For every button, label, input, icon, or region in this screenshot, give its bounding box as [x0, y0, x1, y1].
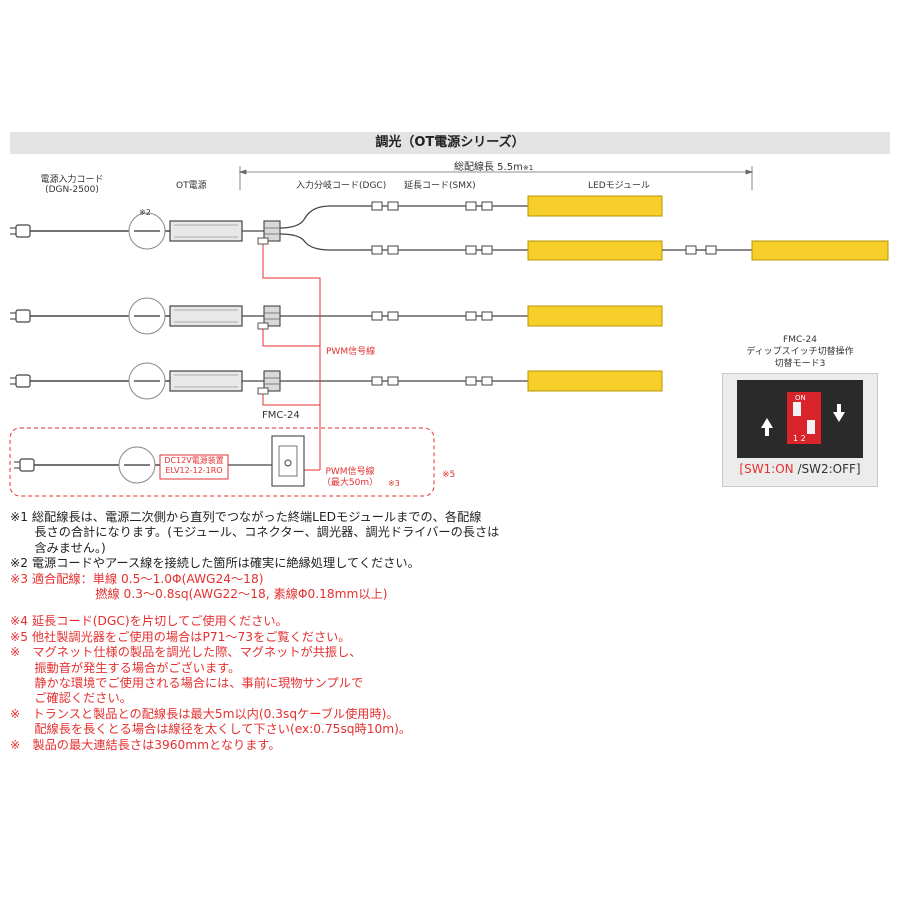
power-cord-label: 電源入力コード(DGN-2500) [40, 175, 104, 195]
note5-marker: ※5 [442, 470, 456, 480]
note-line: ご確認ください。 [10, 691, 132, 706]
input-branch-label: 入力分岐コード(DGC) [296, 181, 387, 191]
dip-caption: [SW1:ON /SW2:OFF] [739, 462, 861, 476]
note3-marker: ※3 [388, 479, 400, 488]
note-line: 静かな環境でご使用される場合には、事前に現物サンプルで [10, 676, 364, 691]
led-module-label: LEDモジュール [588, 181, 651, 191]
note-line: 撚線 0.3～0.8sq(AWG22～18, 素線Φ0.18mm以上) [10, 587, 388, 602]
row-2-wiring [9, 297, 663, 335]
dashed-region [9, 427, 435, 497]
note-line: ※4 延長コード(DGC)を片切してご使用ください。 [10, 614, 288, 629]
note-line: 振動音が発生する場合がございます。 [10, 660, 241, 675]
pwm-signal-lines [262, 244, 321, 471]
fmc-label: FMC-24 [262, 410, 300, 421]
note-line: ※ 製品の最大連結長さは3960mmとなります。 [10, 737, 281, 752]
row-4-wiring [13, 435, 305, 487]
note-line: 含みません。) [10, 540, 106, 555]
pwm-line-max-label: PWM信号線（最大50m） [321, 467, 379, 488]
pwm-line-label: PWM信号線 [326, 347, 376, 357]
row-1-wiring [9, 195, 889, 261]
dip-switch-image [737, 380, 863, 458]
note-line: ※3 適合配線：単線 0.5～1.0Φ(AWG24～18) [10, 571, 264, 586]
note-line: ※5 他社製調光器をご使用の場合はP71～73をご覧ください。 [10, 629, 351, 644]
notes-block: ※1 総配線長は、電源二次側から直列でつながった終端LEDモジュールまでの、各配… [10, 510, 570, 753]
note-line: ※2 電源コードやアース線を接続した箇所は確実に絶縁処理してください。 [10, 556, 420, 571]
dip-on-label: ON [795, 394, 806, 402]
dip-number-label: 1 2 [793, 434, 806, 443]
note-line: ※1 総配線長は、電源二次側から直列でつながった終端LEDモジュールまでの、各配… [10, 510, 482, 524]
note-line: ※ トランスと製品との配線長は最大5m以内(0.3sqケーブル使用時)。 [10, 706, 399, 721]
note-line: ※ マグネット仕様の製品を調光した際、マグネットが共振し、 [10, 645, 362, 660]
note-line: 配線長を長くとる場合は線径を太くして下さい(ex:0.75sq時10m)。 [10, 722, 412, 737]
note-line: 長さの合計になります。(モジュール、コネクター、調光器、調光ドライバーの長さは [10, 525, 500, 540]
note-line [10, 602, 570, 614]
row-3-wiring [9, 362, 663, 400]
note2-marker: ※2 [139, 208, 151, 217]
ot-power-label: OT電源 [176, 181, 207, 191]
section-banner: 調光（OT電源シリーズ） [10, 132, 890, 154]
total-length-label: 総配線長 5.5m※1 [454, 162, 534, 173]
dip-switch-panel: ON 1 2 [SW1:ON /SW2:OFF] [722, 373, 878, 487]
extension-label: 延長コード(SMX) [404, 181, 476, 191]
